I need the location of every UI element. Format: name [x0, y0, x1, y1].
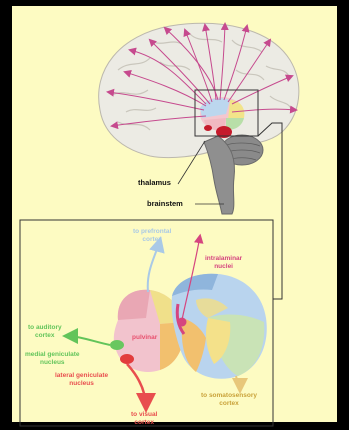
arrow-to-somatosensory — [236, 376, 240, 390]
right-thalamus-lobe — [172, 274, 267, 379]
label-to-visual: to visual cortex — [131, 411, 157, 427]
label-pulvinar: pulvinar — [132, 334, 157, 342]
label-to-prefrontal: to prefrontal cortex — [133, 228, 171, 244]
lateral-geniculate-nucleus — [120, 354, 134, 364]
label-brainstem: brainstem — [147, 200, 183, 208]
label-lateral-geniculate: lateral geniculate nucleus — [55, 372, 108, 388]
brain-illustration — [99, 23, 299, 299]
arrow-to-prefrontal — [148, 240, 160, 292]
label-intralaminar: intralaminar nuclei — [205, 255, 242, 271]
medial-geniculate-nucleus — [110, 340, 124, 350]
label-thalamus: thalamus — [138, 179, 171, 187]
label-medial-geniculate: medial geniculate nucleus — [25, 351, 80, 367]
label-to-somatosensory: to somatosensory cortex — [201, 392, 257, 408]
label-to-auditory: to auditory cortex — [28, 324, 62, 340]
arrow-to-auditory — [66, 336, 110, 345]
